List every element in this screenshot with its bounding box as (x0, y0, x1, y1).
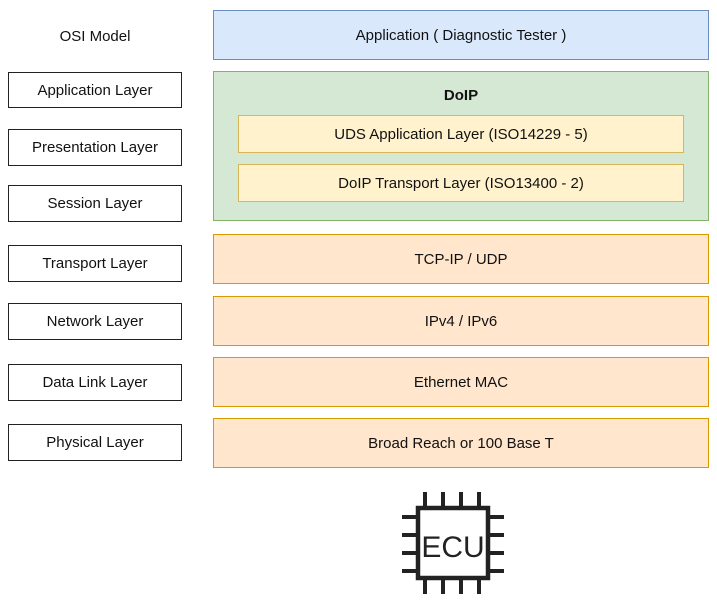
broad-reach-100-base-t-box: Broad Reach or 100 Base T (213, 418, 709, 468)
doip-title: DoIP (443, 86, 479, 104)
osi-data-link-layer: Data Link Layer (8, 364, 182, 401)
osi-model-title: OSI Model (59, 27, 131, 45)
osi-transport-layer: Transport Layer (8, 245, 182, 282)
ecu-chip-icon: ECU (400, 490, 506, 596)
doip-transport-layer-box: DoIP Transport Layer (ISO13400 - 2) (238, 164, 684, 202)
osi-network-layer: Network Layer (8, 303, 182, 340)
ecu-label: ECU (421, 531, 484, 564)
tcp-ip-udp-box: TCP-IP / UDP (213, 234, 709, 284)
application-diagnostic-tester-box: Application ( Diagnostic Tester ) (213, 10, 709, 60)
osi-presentation-layer: Presentation Layer (8, 129, 182, 166)
osi-application-layer: Application Layer (8, 72, 182, 108)
osi-session-layer: Session Layer (8, 185, 182, 222)
osi-physical-layer: Physical Layer (8, 424, 182, 461)
ethernet-mac-box: Ethernet MAC (213, 357, 709, 407)
ipv4-ipv6-box: IPv4 / IPv6 (213, 296, 709, 346)
uds-application-layer-box: UDS Application Layer (ISO14229 - 5) (238, 115, 684, 153)
microchip-icon: ECU (402, 492, 504, 594)
